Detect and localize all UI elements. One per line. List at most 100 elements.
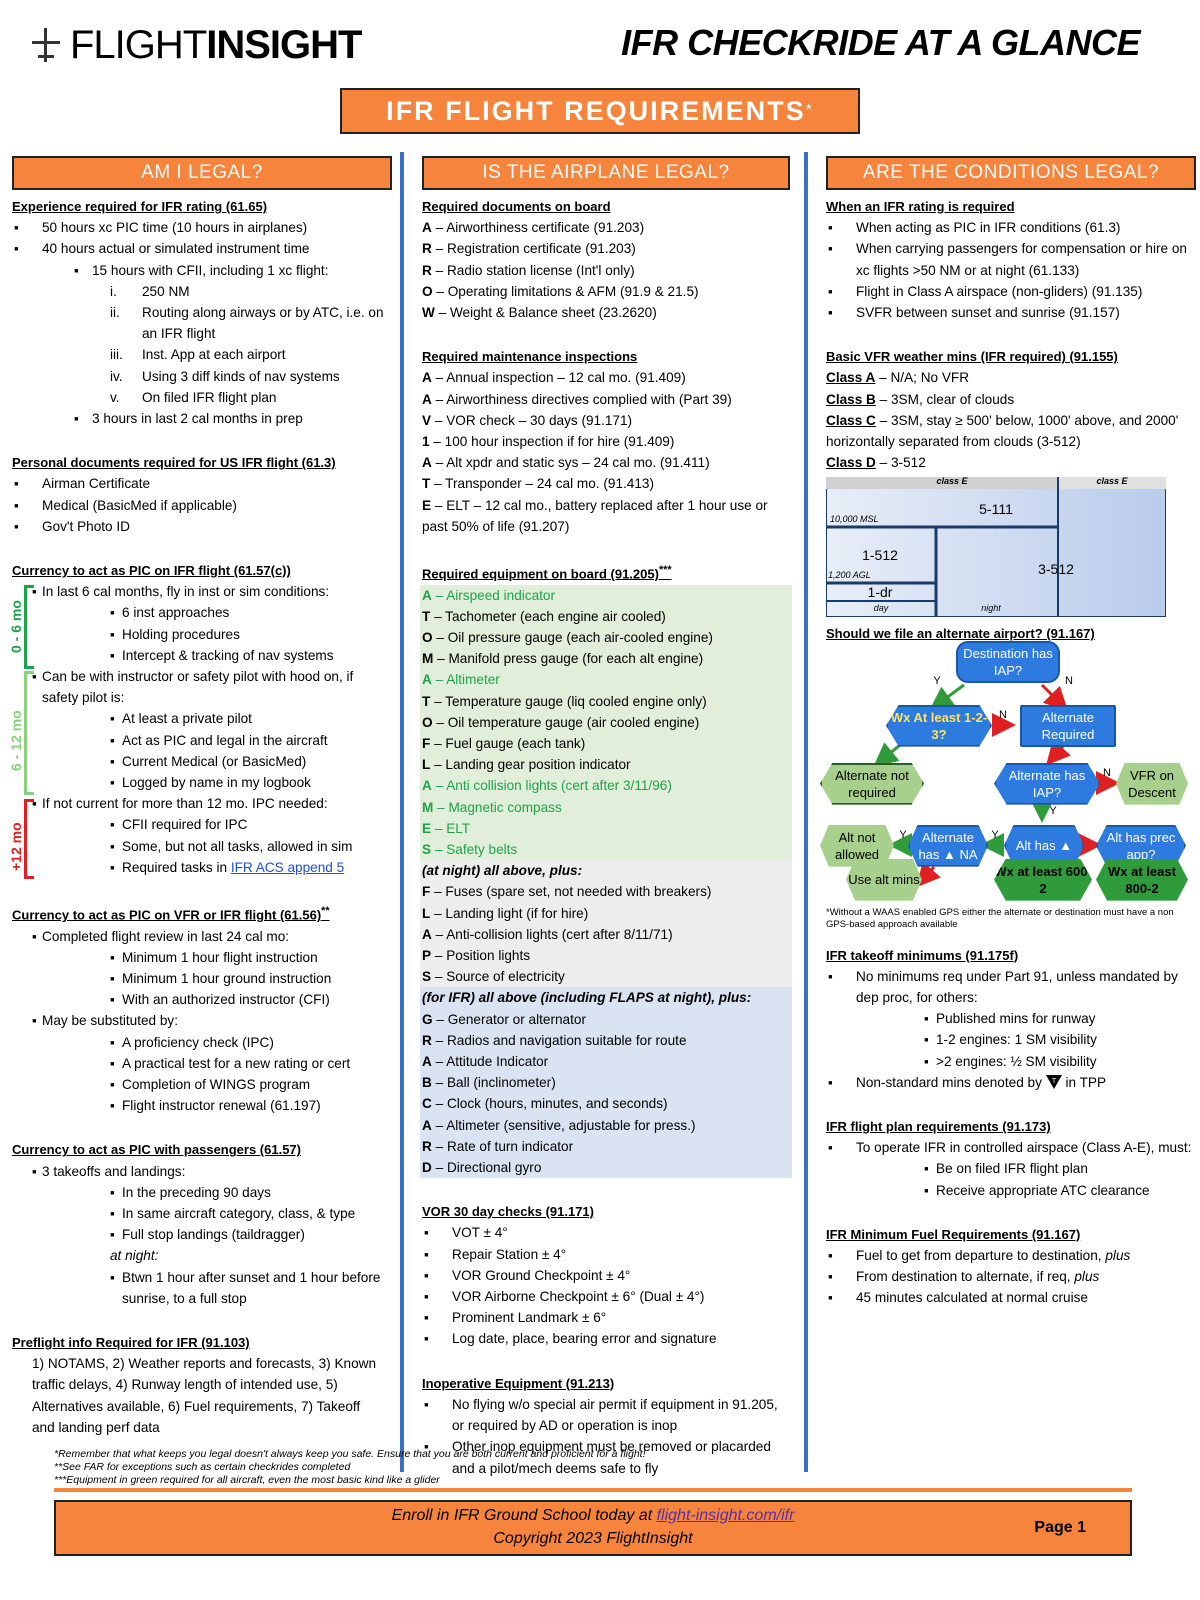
section-title: Currency to act as PIC on VFR or IFR fli…	[12, 905, 330, 923]
airspace-label: night	[981, 602, 1001, 613]
section-title: Required maintenance inspections	[422, 349, 638, 365]
airspace-label: 1-512	[862, 546, 898, 563]
list-item: When carrying passengers for compensatio…	[826, 238, 1196, 280]
list-item: ii.Routing along airways or by ATC, i.e.…	[110, 305, 384, 342]
list-item: 15 hours with CFII, including 1 xc fligh…	[12, 260, 392, 281]
acronym-item: A – Airworthiness certificate (91.203)	[422, 220, 645, 236]
acronym-item: O – Oil temperature gauge (air cooled en…	[422, 714, 700, 730]
page-number: Page 1	[1034, 1519, 1086, 1536]
list-item: At least a private pilot	[12, 708, 392, 729]
list-item: In last 6 cal months, fly in inst or sim…	[12, 581, 392, 602]
section-title: IFR Minimum Fuel Requirements (91.167)	[826, 1226, 1081, 1242]
list-item: 3 takeoffs and landings:	[12, 1161, 392, 1182]
footnote: *Remember that what keeps you legal does…	[54, 1448, 646, 1460]
flow-node-vfr-descent: VFR on Descent	[1116, 762, 1188, 805]
column-divider-2	[804, 152, 808, 1472]
flow-node-destination-iap: Destination has IAP?	[956, 640, 1060, 683]
acronym-item: R – Radios and navigation suitable for r…	[422, 1032, 687, 1048]
column-divider-1	[400, 152, 404, 1472]
ground-school-link[interactable]: flight-insight.com/ifr	[656, 1507, 795, 1524]
airspace-label: 5-111	[979, 500, 1013, 517]
acronym-item: F – Fuses (spare set, not needed with br…	[422, 884, 712, 900]
flow-label-yes: Y	[899, 829, 907, 842]
acronym-item: L – Landing gear position indicator	[422, 757, 631, 773]
list-item: Some, but not all tasks, allowed in sim	[12, 836, 392, 857]
flow-label-yes: Y	[991, 829, 999, 842]
column-header: ARE THE CONDITIONS LEGAL?	[826, 156, 1196, 190]
flow-node-wx-123: Wx At least 1-2-3?	[886, 704, 992, 747]
acronym-item: C – Clock (hours, minutes, and seconds)	[422, 1096, 668, 1112]
acronym-item: G – Generator or alternator	[422, 1011, 586, 1027]
footer-rule	[54, 1488, 1132, 1492]
acronym-item: T – Transponder – 24 cal mo. (91.413)	[422, 476, 654, 492]
list-item: Airman Certificate	[12, 473, 392, 494]
list-item: Prominent Landmark ± 6°	[422, 1307, 790, 1328]
ifr-equipment-list: G – Generator or alternator R – Radios an…	[422, 1009, 790, 1179]
class-item: Class B – 3SM, clear of clouds	[826, 391, 1015, 407]
brand-name: FLIGHTINSIGHT	[70, 23, 362, 67]
section-title: Required equipment on board (91.205)***	[422, 564, 672, 582]
acronym-item: S – Safety belts	[422, 842, 518, 858]
list-item: Other inop equipment must be removed or …	[422, 1436, 790, 1478]
svg-text:T: T	[1052, 1078, 1057, 1085]
airspace-label: class E	[1096, 475, 1128, 486]
documents-list: A – Airworthiness certificate (91.203) R …	[422, 217, 790, 323]
list-item: 50 hours xc PIC time (10 hours in airpla…	[12, 217, 392, 238]
acronym-item: R – Rate of turn indicator	[422, 1138, 574, 1154]
list-item: No flying w/o special air permit if equi…	[422, 1394, 790, 1436]
flow-label-yes: Y	[1049, 805, 1057, 818]
airspace-label: class E	[936, 475, 968, 486]
alternate-flowchart: Destination has IAP? Y N Wx At least 1-2…	[814, 640, 1188, 889]
airspace-label: 1-dr	[867, 583, 893, 600]
acronym-item: T – Temperature gauge (liq cooled engine…	[422, 693, 707, 709]
list-item: 45 minutes calculated at normal cruise	[826, 1287, 1196, 1308]
section-title: Currency to act as PIC on IFR flight (61…	[12, 563, 291, 579]
section-title: Personal documents required for US IFR f…	[12, 455, 336, 471]
list-item: If not current for more than 12 mo. IPC …	[12, 793, 392, 814]
altitude-label: 1,200 AGL	[828, 569, 871, 580]
footnotes: *Remember that what keeps you legal does…	[54, 1448, 646, 1487]
list-item: From destination to alternate, if req, p…	[826, 1266, 1196, 1287]
list-item: Can be with instructor or safety pilot w…	[12, 666, 392, 708]
acronym-item: O – Operating limitations & AFM (91.9 & …	[422, 283, 699, 299]
acronym-item: A – Altimeter	[422, 672, 500, 688]
list-item: Intercept & tracking of nav systems	[12, 645, 392, 666]
acronym-item: S – Source of electricity	[422, 969, 565, 985]
acronym-item: E – ELT	[422, 820, 471, 836]
list-item: Non-standard mins denoted by T in TPP	[826, 1072, 1196, 1093]
list-item: Flight in Class A airspace (non-gliders)…	[826, 281, 1196, 302]
acronym-item: D – Directional gyro	[422, 1160, 542, 1176]
acronym-item: A – Annual inspection – 12 cal mo. (91.4…	[422, 370, 686, 386]
list-item: Completed flight review in last 24 cal m…	[12, 926, 392, 947]
page-title: IFR CHECKRIDE AT A GLANCE	[621, 22, 1140, 63]
acronym-item: A – Attitude Indicator	[422, 1054, 549, 1070]
list-item: CFII required for IPC	[12, 814, 392, 835]
section-title: When an IFR rating is required	[826, 199, 1015, 214]
list-item: Repair Station ± 4°	[422, 1244, 790, 1265]
list-item: VOR Ground Checkpoint ± 4°	[422, 1265, 790, 1286]
list-item: i.250 NM	[110, 283, 190, 299]
nonstandard-mins-triangle-icon: T	[1045, 1074, 1062, 1089]
flowchart-note: *Without a WAAS enabled GPS either the a…	[826, 906, 1174, 930]
page-footer: Enroll in IFR Ground School today at fli…	[54, 1500, 1132, 1556]
section-title: Basic VFR weather mins (IFR required) (9…	[826, 349, 1118, 365]
column-header: IS THE AIRPLANE LEGAL?	[422, 156, 790, 190]
acronym-item: R – Radio station license (Int'l only)	[422, 262, 635, 278]
list-item: Logged by name in my logbook	[12, 772, 392, 793]
section-title: Currency to act as PIC with passengers (…	[12, 1142, 301, 1158]
column-conditions-legal: ARE THE CONDITIONS LEGAL? When an IFR ra…	[820, 156, 1196, 1309]
ifr-equipment-box: (for IFR) all above (including FLAPS at …	[420, 987, 792, 1179]
list-item: >2 engines: ½ SM visibility	[826, 1051, 1196, 1072]
flow-node-alternate-required: Alternate Required	[1020, 704, 1116, 747]
footnote: **See FAR for exceptions such as certain…	[54, 1461, 351, 1473]
list-item: Published mins for runway	[826, 1008, 1196, 1029]
enroll-line: Enroll in IFR Ground School today at fli…	[391, 1507, 795, 1524]
flow-node-alternate-has-na: Alternate has ▲ NA	[908, 824, 988, 867]
subsection-title: (for IFR) all above (including FLAPS at …	[422, 990, 752, 1006]
list-item: Btwn 1 hour after sunset and 1 hour befo…	[12, 1267, 392, 1309]
list-item: 3 hours in last 2 cal months in prep	[12, 408, 392, 429]
class-item: Class D – 3-512	[826, 455, 926, 471]
acs-appendix-link[interactable]: IFR ACS append 5	[230, 859, 345, 875]
acronym-item: O – Oil pressure gauge (each air-cooled …	[422, 629, 713, 645]
section-title: Inoperative Equipment (91.213)	[422, 1375, 615, 1391]
